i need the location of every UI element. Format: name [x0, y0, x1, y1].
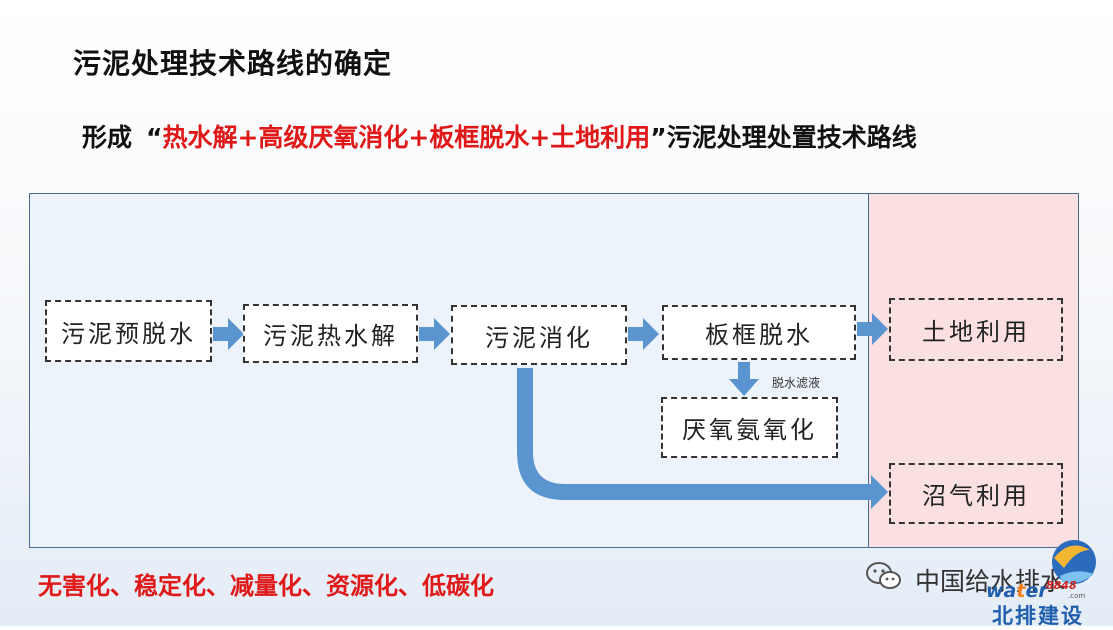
box-thermal-hydrolysis: 污泥热水解	[243, 304, 418, 363]
logo-water-text: water	[986, 580, 1048, 602]
box-plate-frame-dewatering: 板框脱水	[662, 305, 856, 360]
box-sludge-pre-dewatering: 污泥预脱水	[45, 300, 212, 362]
box-anammox: 厌氧氨氧化	[661, 397, 838, 458]
slide-title: 污泥处理技术路线的确定	[73, 47, 393, 80]
subtitle-close-quote: ”	[650, 123, 667, 152]
logo-water-b: t	[1016, 580, 1026, 602]
logo-chinese: 北排建设	[992, 604, 1084, 628]
logo-number: 8848	[1046, 579, 1077, 592]
arrow-plateframe-to-land	[857, 313, 888, 345]
logo-water-a: wa	[986, 580, 1017, 602]
logo-domain: .com	[1068, 592, 1086, 600]
subtitle-open-quote: “	[146, 123, 163, 152]
arrow-hydrolysis-to-digestion	[419, 318, 450, 350]
subtitle-highlight: 热水解+高级厌氧消化+板框脱水+土地利用	[162, 123, 651, 152]
bottom-keywords: 无害化、稳定化、减量化、资源化、低碳化	[38, 572, 494, 600]
filtrate-label: 脱水滤液	[772, 376, 821, 390]
watermark-text: 中国给水排水	[915, 567, 1066, 596]
wechat-icon	[866, 562, 901, 589]
arrow-plateframe-to-anammox	[729, 362, 759, 396]
box-land-use: 土地利用	[889, 298, 1063, 361]
box-biogas-use: 沼气利用	[889, 463, 1063, 524]
arrow-digestion-to-plateframe	[628, 318, 659, 350]
arrow-digestion-to-biogas	[517, 368, 888, 509]
subtitle-suffix: 污泥处理处置技术路线	[666, 123, 917, 152]
box-sludge-digestion: 污泥消化	[451, 305, 627, 365]
logo-water-c: er	[1025, 580, 1048, 602]
arrow-pre-to-hydrolysis	[213, 318, 244, 350]
logo-globe-icon	[1052, 540, 1096, 584]
slide-subtitle: 形成 “热水解+高级厌氧消化+板框脱水+土地利用”污泥处理处置技术路线	[82, 118, 917, 154]
subtitle-prefix: 形成	[82, 123, 133, 152]
